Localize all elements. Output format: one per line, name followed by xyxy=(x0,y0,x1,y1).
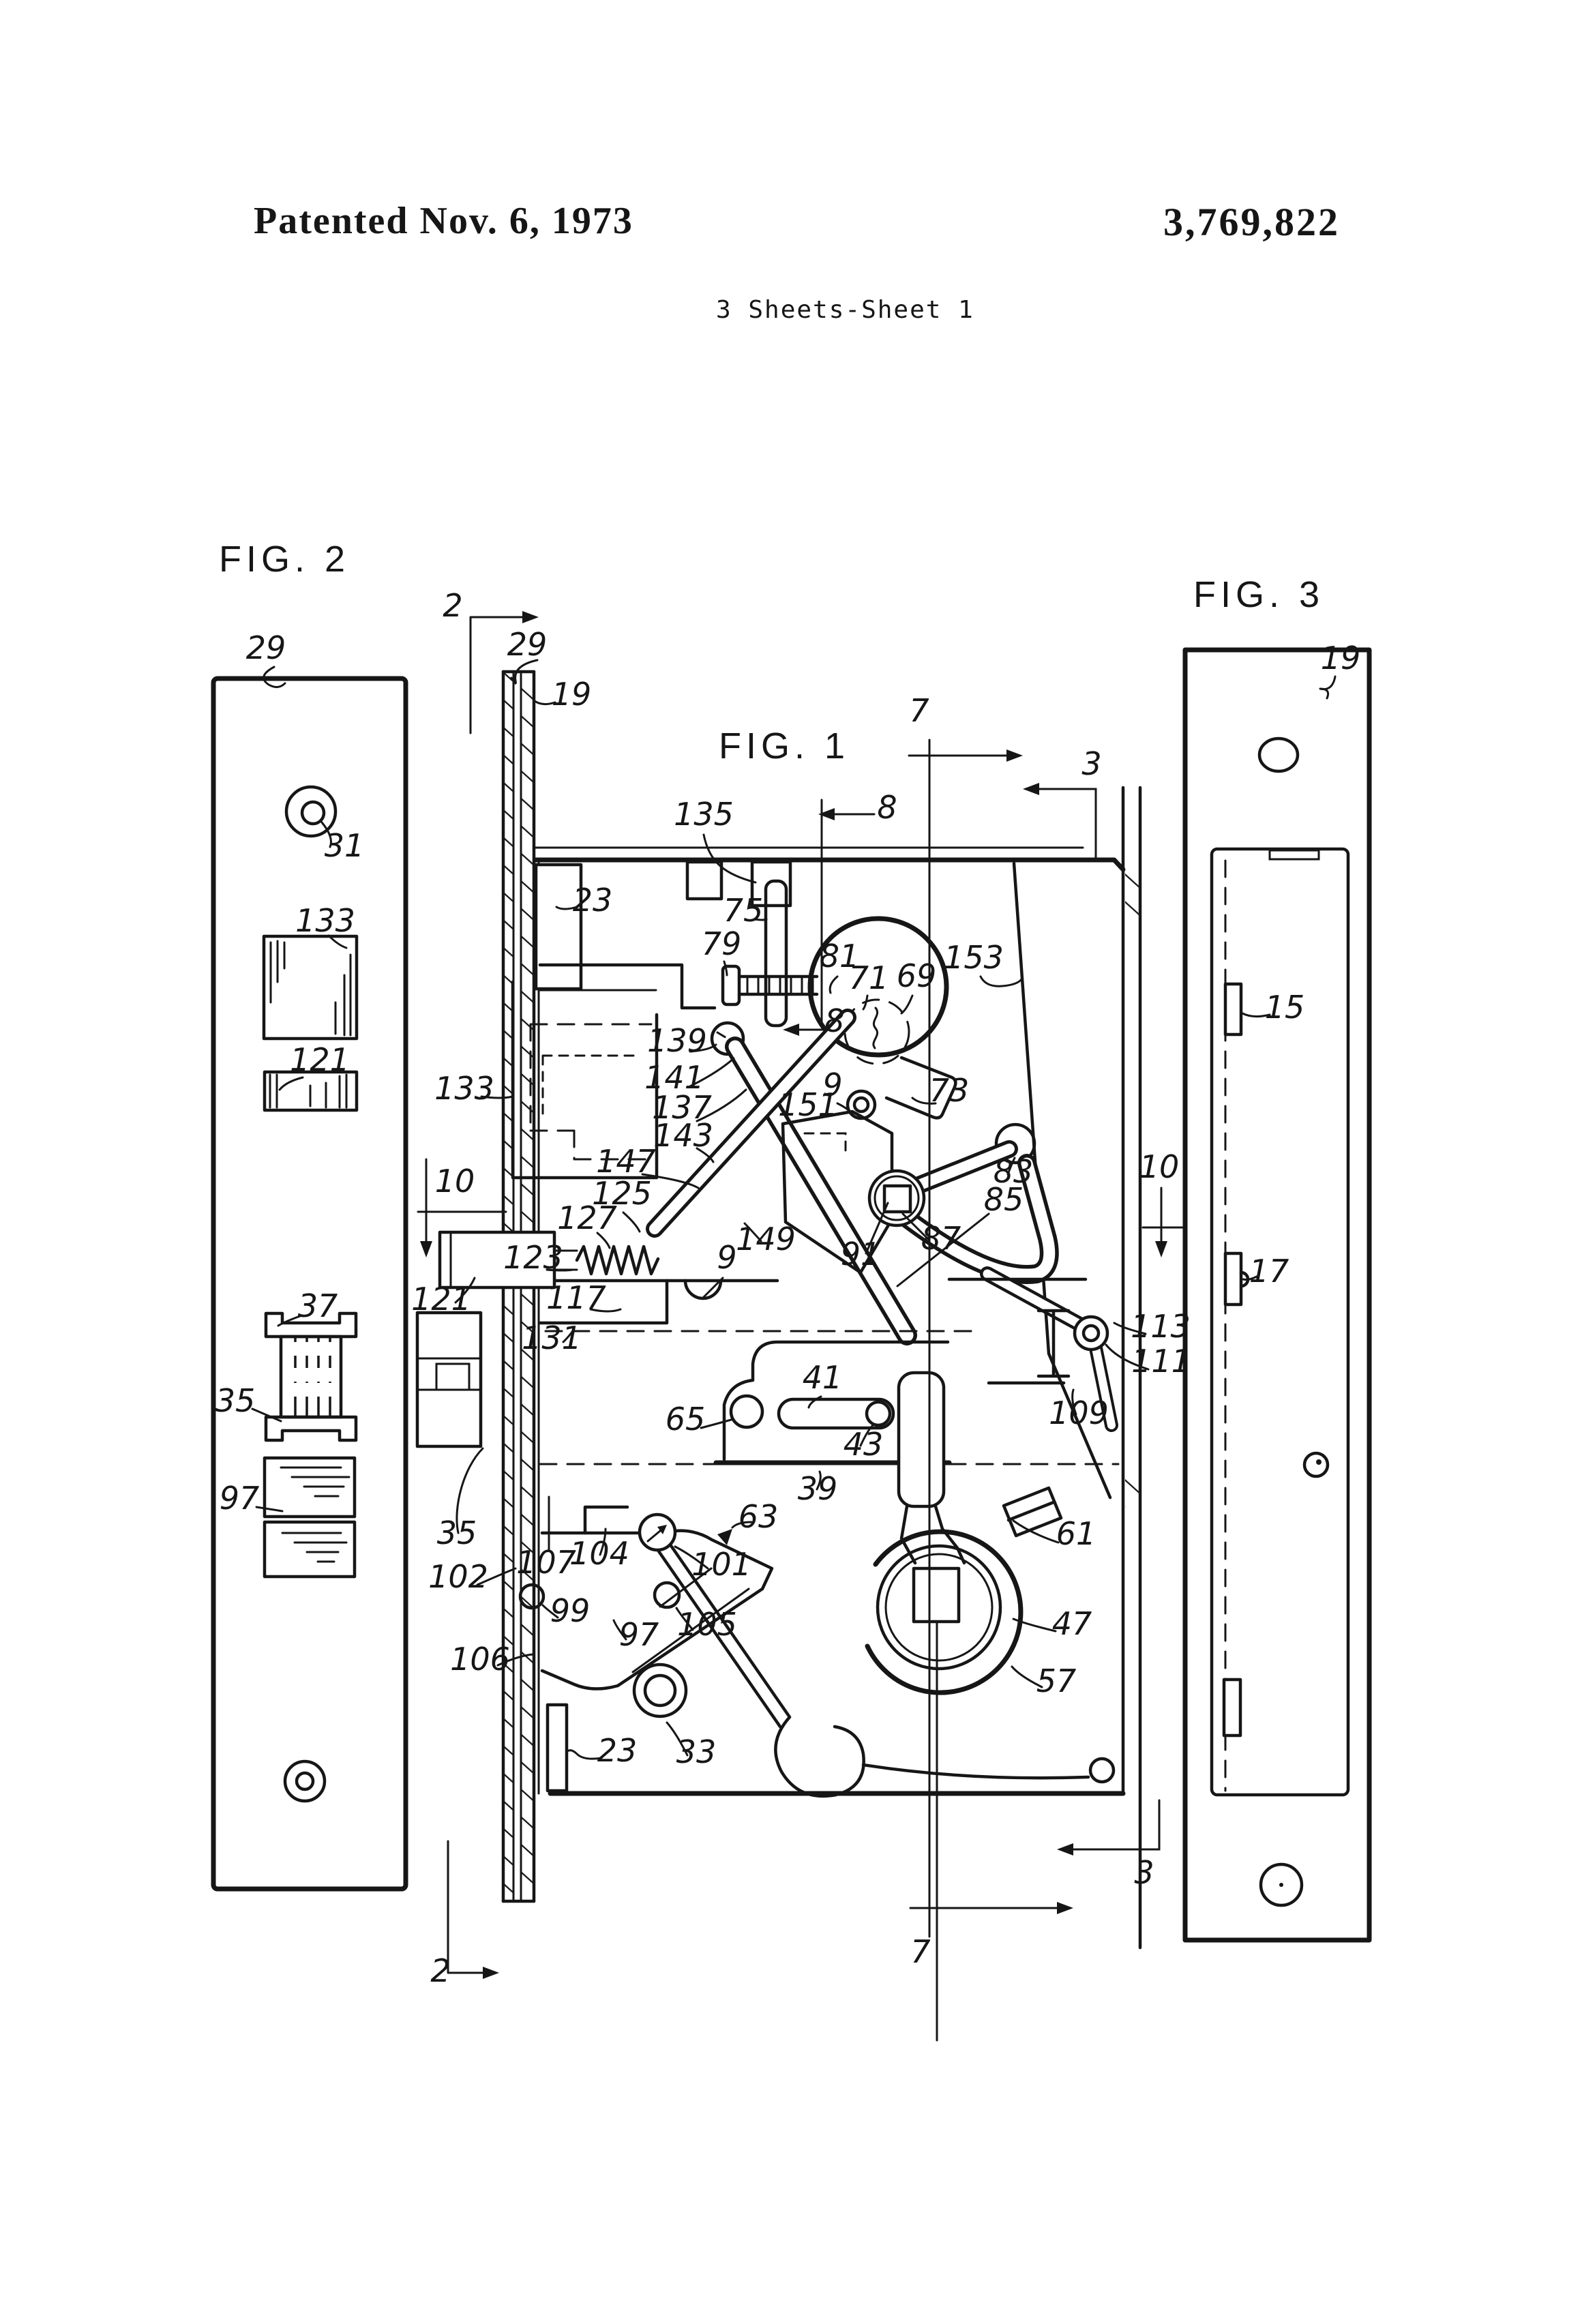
ref-label-2: 2 xyxy=(443,587,462,624)
ref-label-10: 10 xyxy=(435,1163,475,1200)
ref-label-10: 10 xyxy=(1139,1148,1180,1185)
ref-label-107: 107 xyxy=(516,1544,576,1581)
ref-label-85: 85 xyxy=(984,1181,1024,1218)
ref-label-141: 141 xyxy=(644,1059,704,1096)
ref-label-37: 37 xyxy=(298,1287,338,1324)
ref-label-63: 63 xyxy=(738,1498,779,1535)
ref-label-57: 57 xyxy=(1036,1663,1077,1699)
ref-label-121: 121 xyxy=(411,1281,471,1317)
ref-label-35: 35 xyxy=(215,1382,256,1419)
ref-label-139: 139 xyxy=(647,1022,707,1059)
ref-label-147: 147 xyxy=(596,1143,656,1180)
ref-label-73: 73 xyxy=(929,1072,970,1109)
fig1-lock-case xyxy=(415,786,1142,2042)
ref-label-39: 39 xyxy=(798,1470,838,1507)
figure-title-fig3: FIG. 3 xyxy=(1193,574,1324,615)
ref-label-127: 127 xyxy=(557,1200,617,1236)
ref-label-65: 65 xyxy=(666,1401,706,1437)
ref-label-43: 43 xyxy=(844,1426,884,1463)
ref-label-111: 111 xyxy=(1131,1343,1191,1380)
ref-label-97: 97 xyxy=(619,1616,659,1653)
ref-label-35: 35 xyxy=(437,1515,477,1551)
figure-title-fig1: FIG. 1 xyxy=(719,726,850,766)
fig3-plate xyxy=(1182,647,1372,1943)
ref-label-101: 101 xyxy=(691,1546,751,1583)
patent-number: 3,769,822 xyxy=(1163,200,1340,244)
ref-label-109: 109 xyxy=(1049,1395,1109,1431)
ref-label-133: 133 xyxy=(434,1070,494,1107)
ref-label-19: 19 xyxy=(552,676,592,713)
ref-label-7: 7 xyxy=(909,692,929,729)
fig2-plate xyxy=(211,666,408,1892)
ref-label-79: 79 xyxy=(702,925,742,962)
sheet-info: 3 Sheets-Sheet 1 xyxy=(716,296,974,324)
ref-label-23: 23 xyxy=(597,1732,638,1769)
ref-label-9: 9 xyxy=(822,1067,842,1103)
ref-label-117: 117 xyxy=(546,1279,606,1316)
ref-label-19: 19 xyxy=(1321,640,1361,676)
ref-label-123: 123 xyxy=(503,1239,563,1276)
ref-label-87: 87 xyxy=(921,1220,961,1257)
ref-label-83: 83 xyxy=(994,1153,1034,1190)
ref-label-81: 81 xyxy=(820,938,860,974)
ref-label-153: 153 xyxy=(944,939,1004,976)
ref-label-149: 149 xyxy=(736,1221,796,1257)
ref-label-121: 121 xyxy=(290,1041,350,1078)
ref-label-31: 31 xyxy=(325,827,365,864)
ref-label-137: 137 xyxy=(652,1089,712,1126)
ref-label-105: 105 xyxy=(677,1606,737,1643)
ref-label-135: 135 xyxy=(674,796,734,833)
ref-label-133: 133 xyxy=(295,902,355,939)
leader-lines xyxy=(454,659,1150,1760)
ref-label-69: 69 xyxy=(897,957,937,994)
ref-label-97: 97 xyxy=(220,1480,260,1517)
patent-date: Patented Nov. 6, 1973 xyxy=(254,200,633,242)
ref-label-29: 29 xyxy=(246,629,286,666)
ref-label-131: 131 xyxy=(522,1320,582,1356)
ref-label-41: 41 xyxy=(803,1359,843,1396)
ref-label-102: 102 xyxy=(428,1558,488,1595)
ref-label-7: 7 xyxy=(910,1933,930,1970)
ref-label-91: 91 xyxy=(841,1236,881,1272)
ref-label-143: 143 xyxy=(653,1117,713,1154)
ref-label-75: 75 xyxy=(723,892,764,929)
ref-label-17: 17 xyxy=(1249,1253,1289,1290)
ref-label-8: 8 xyxy=(877,789,897,826)
ref-label-29: 29 xyxy=(507,626,548,663)
ref-label-125: 125 xyxy=(592,1175,652,1212)
ref-label-47: 47 xyxy=(1052,1605,1092,1642)
figure-title-fig2: FIG. 2 xyxy=(219,539,350,580)
ref-label-33: 33 xyxy=(676,1733,717,1770)
ref-label-106: 106 xyxy=(450,1641,510,1678)
section-markers xyxy=(417,611,1185,1979)
ref-label-15: 15 xyxy=(1265,989,1305,1026)
ref-label-23: 23 xyxy=(573,882,613,919)
ref-label-113: 113 xyxy=(1131,1308,1191,1345)
ref-label-61: 61 xyxy=(1056,1515,1096,1552)
ref-label-104: 104 xyxy=(569,1535,629,1572)
ref-label-151: 151 xyxy=(778,1086,838,1123)
ref-label-99: 99 xyxy=(550,1592,591,1629)
ref-label-3: 3 xyxy=(1134,1854,1154,1891)
ref-label-9: 9 xyxy=(717,1239,736,1276)
ref-label-71: 71 xyxy=(849,959,889,996)
ref-label-2: 2 xyxy=(430,1952,450,1989)
ref-label-8: 8 xyxy=(824,1002,844,1039)
ref-label-3: 3 xyxy=(1081,745,1101,782)
